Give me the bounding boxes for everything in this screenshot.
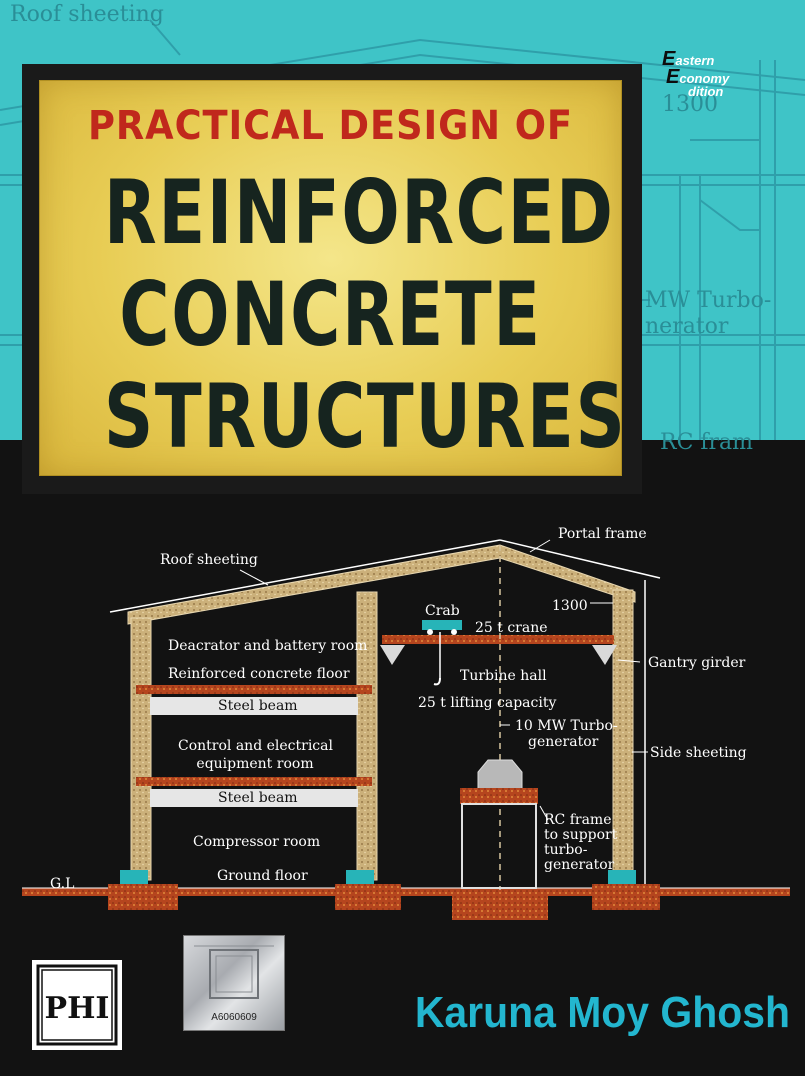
hologram-emblem-icon <box>194 945 274 999</box>
steel-beam-1 <box>150 697 358 715</box>
hologram-code: A6060609 <box>211 1012 257 1023</box>
phi-publisher-logo: PHI <box>32 960 122 1050</box>
title-line-1: PRACTICAL DESIGN OF <box>88 103 573 149</box>
badge-line-eastern: Eastern <box>662 48 715 70</box>
label-lifting-capacity: 25 t lifting capacity <box>418 695 557 711</box>
title-panel: PRACTICAL DESIGN OF REINFORCED CONCRETE … <box>39 80 627 476</box>
label-compressor-room: Compressor room <box>193 834 321 850</box>
column-middle <box>356 591 378 881</box>
label-ground-floor: Ground floor <box>217 868 308 884</box>
hologram-sticker: A6060609 <box>183 935 285 1031</box>
bg-rc-frame-text: RC fram <box>660 430 754 455</box>
label-gantry-girder: Gantry girder <box>648 655 746 671</box>
rc-floor-1 <box>136 685 372 694</box>
badge-line-economy: Economy <box>666 66 730 88</box>
crane-beam <box>382 635 614 644</box>
label-1300: 1300 <box>552 598 588 614</box>
crab <box>422 620 462 630</box>
label-side-sheeting: Side sheeting <box>650 745 747 761</box>
crane-hook-icon <box>433 677 441 686</box>
label-rc-frame-1: RC frame <box>544 812 612 828</box>
label-portal-frame: Portal frame <box>558 526 647 542</box>
phi-logo-text: PHI <box>45 991 110 1026</box>
label-deaerator-room: Deacrator and battery room <box>168 638 368 654</box>
footing-middle <box>335 884 401 910</box>
gantry-girder-right <box>592 645 617 665</box>
rc-frame-support <box>461 803 537 889</box>
label-roof-sheeting: Roof sheeting <box>160 552 258 568</box>
label-rc-floor: Reinforced concrete floor <box>168 666 350 682</box>
label-10mw-turbo: 10 MW Turbo- <box>515 718 618 734</box>
bg-1300-text: 1300 <box>662 92 718 117</box>
bg-generator-text: nerator <box>645 314 729 339</box>
eastern-economy-edition-badge: Eastern Economy dition <box>662 48 782 110</box>
structure-diagram: Portal frame Roof sheeting Crab 25 t cra… <box>0 500 805 930</box>
column-left <box>130 617 152 881</box>
footing-right <box>592 884 660 910</box>
label-rc-frame-4: generator <box>544 857 615 873</box>
title-line-3: CONCRETE <box>119 263 542 366</box>
label-steel-beam-1: Steel beam <box>218 698 298 714</box>
label-control-room: Control and electrical <box>178 738 333 754</box>
label-turbine-hall: Turbine hall <box>460 668 547 684</box>
footing-turbo <box>452 892 548 920</box>
label-rc-frame-2: to support <box>544 827 618 843</box>
bg-roof-sheeting-text: Roof sheeting <box>10 2 164 27</box>
label-crab: Crab <box>425 603 460 619</box>
label-gl: G.L <box>50 876 75 892</box>
badge-line-edition: dition <box>688 84 724 99</box>
rc-floor-2 <box>136 777 372 786</box>
title-line-2: REINFORCED <box>103 161 615 264</box>
label-equipment-room: equipment room <box>196 756 314 772</box>
structure-drawing <box>22 539 790 920</box>
label-crane: 25 t crane <box>475 620 548 636</box>
label-generator: generator <box>528 734 599 750</box>
ground-line <box>22 888 790 896</box>
bg-mw-turbo-text: MW Turbo- <box>645 288 772 313</box>
footing-left <box>108 884 178 910</box>
title-line-4: STRUCTURES <box>103 365 627 468</box>
turbo-platform <box>460 788 538 804</box>
author-name: Karuna Moy Ghosh <box>414 988 790 1037</box>
steel-beam-2 <box>150 789 358 807</box>
label-steel-beam-2: Steel beam <box>218 790 298 806</box>
label-rc-frame-3: turbo- <box>544 842 588 858</box>
gantry-girder-left <box>380 645 405 665</box>
